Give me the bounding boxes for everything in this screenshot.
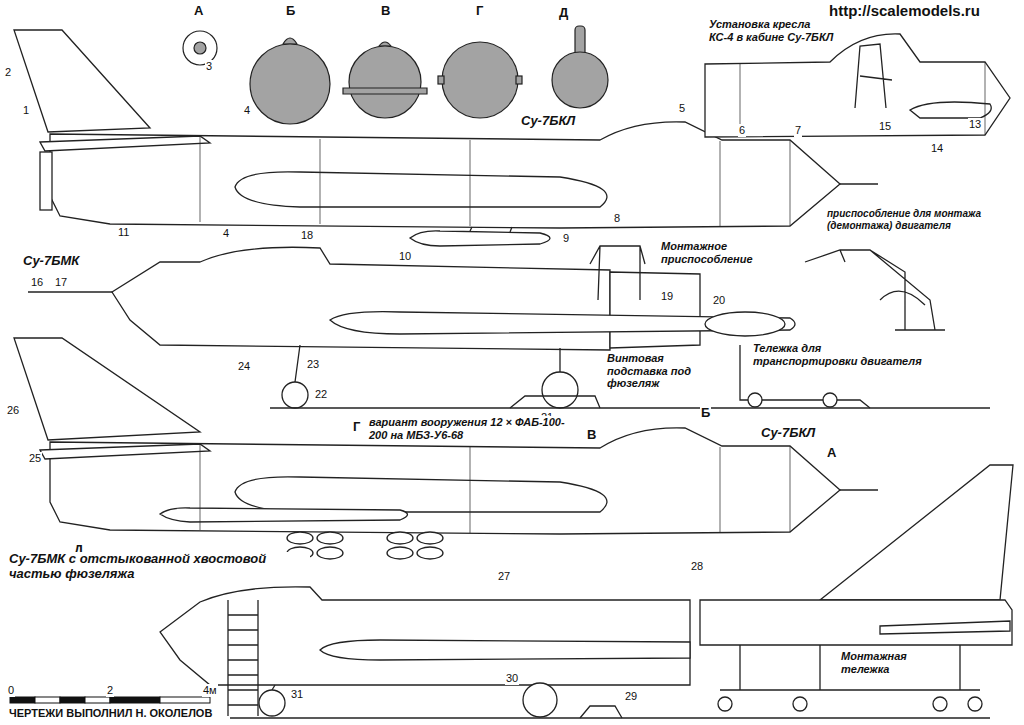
callout-number: 28	[690, 560, 704, 573]
section-letter: А	[193, 4, 204, 19]
section-letter: В	[380, 4, 391, 19]
callout-number: 18	[300, 229, 314, 242]
note: приспособление для монтажа (демонтажа) д…	[826, 208, 1018, 231]
callout-number: 2	[4, 66, 12, 79]
callout-number: 14	[930, 142, 944, 155]
scale-label: 4м	[202, 684, 218, 697]
note: Винтовая подставка под фюзеляж	[606, 352, 718, 390]
section-letter: А	[826, 446, 837, 461]
note: Монтажная тележка	[840, 650, 942, 675]
scale-label: 0	[7, 684, 15, 697]
callout-number: 30	[505, 672, 519, 685]
note: вариант вооружения 12 × ФАБ-100-200 на М…	[368, 416, 582, 441]
callout-number: 20	[712, 294, 726, 307]
section-letter: Б	[700, 406, 711, 421]
callout-number: 7	[794, 124, 802, 137]
callout-number: 17	[54, 276, 68, 289]
callout-number: 29	[624, 690, 638, 703]
callout-number: 23	[306, 358, 320, 371]
aircraft-name: Су-7БКЛ	[520, 114, 576, 129]
callout-number: 13	[968, 118, 982, 131]
aircraft-name: Су-7БМК с отстыкованной хвостовой частью…	[8, 552, 310, 582]
note: Тележка для транспортировки двигателя	[752, 342, 924, 367]
section-letter: Б	[285, 4, 296, 19]
scale-label: 2	[106, 684, 114, 697]
callout-number: 6	[738, 124, 746, 137]
site-watermark: http://scalemodels.ru	[828, 2, 981, 19]
callout-number: 24	[237, 360, 251, 373]
aircraft-name: Су-7БКЛ	[760, 426, 816, 441]
callout-number: 26	[6, 404, 20, 417]
callout-number: 27	[497, 570, 511, 583]
section-letter: Г	[352, 420, 361, 435]
note: Установка кресла КС-4 в кабине Су-7БКЛ	[708, 18, 835, 43]
note: Монтажное приспособление	[660, 240, 772, 265]
section-letter: В	[586, 428, 597, 443]
callout-number: 9	[562, 232, 570, 245]
callout-number: 4	[222, 227, 230, 240]
aircraft-name: Су-7БМК	[22, 254, 80, 269]
callout-number: 10	[398, 250, 412, 263]
callout-number: 31	[290, 688, 304, 701]
callout-number: 5	[678, 102, 686, 115]
callout-number: 25	[28, 452, 42, 465]
callout-number: 3	[205, 60, 213, 73]
callout-number: 22	[314, 388, 328, 401]
callout-number: 1	[22, 104, 30, 117]
section-letter: Г	[475, 4, 484, 19]
callout-number: 15	[878, 120, 892, 133]
section-letter: Д	[558, 6, 569, 21]
callout-number: 11	[117, 226, 130, 239]
callout-number: 19	[660, 290, 674, 303]
author-credit: ЧЕРТЕЖИ ВЫПОЛНИЛ Н. ОКОЛЕЛОВ	[8, 707, 213, 720]
callout-number: 4	[243, 104, 251, 117]
callout-number: 8	[613, 212, 621, 225]
callout-number: 16	[30, 276, 44, 289]
